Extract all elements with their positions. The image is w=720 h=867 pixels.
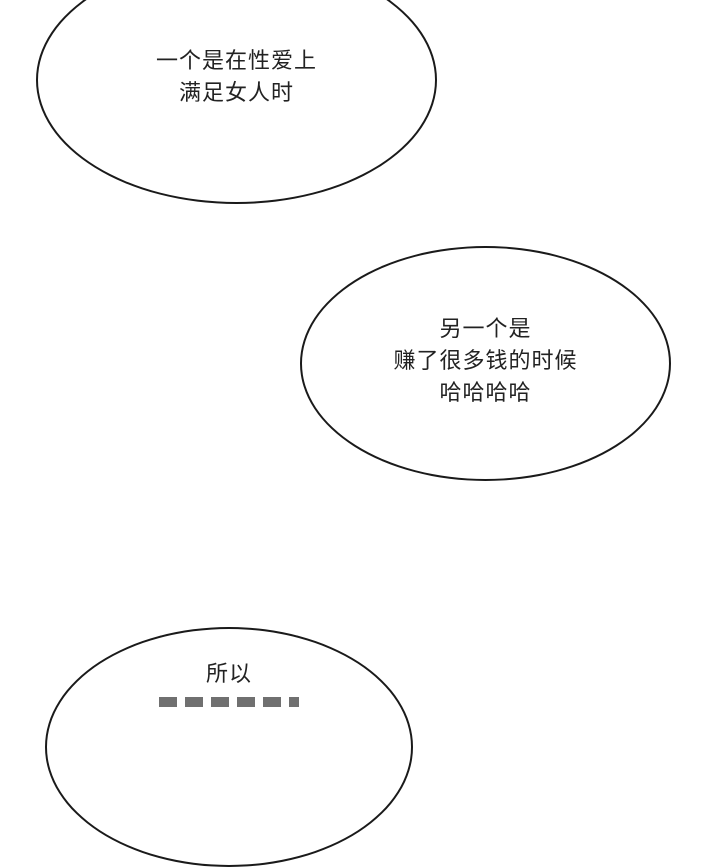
bubble-2-line-3: 哈哈哈哈 <box>439 381 532 406</box>
bubble-3-line-1: 所以 <box>205 662 252 687</box>
speech-bubble-1: 一个是在性爱上 满足女人时 <box>36 0 437 204</box>
speech-bubble-2: 另一个是 赚了很多钱的时候 哈哈哈哈 <box>300 246 671 481</box>
bubble-3-cutoff-line <box>159 697 299 707</box>
bubble-1-line-1: 一个是在性爱上 <box>155 49 317 74</box>
bubble-2-line-2: 赚了很多钱的时候 <box>393 349 578 374</box>
speech-bubble-3: 所以 <box>45 627 413 867</box>
bubble-2-text: 另一个是 赚了很多钱的时候 哈哈哈哈 <box>302 314 669 410</box>
bubble-1-text: 一个是在性爱上 满足女人时 <box>38 46 435 110</box>
bubble-1-line-2: 满足女人时 <box>178 81 294 106</box>
bubble-2-line-1: 另一个是 <box>439 317 532 342</box>
